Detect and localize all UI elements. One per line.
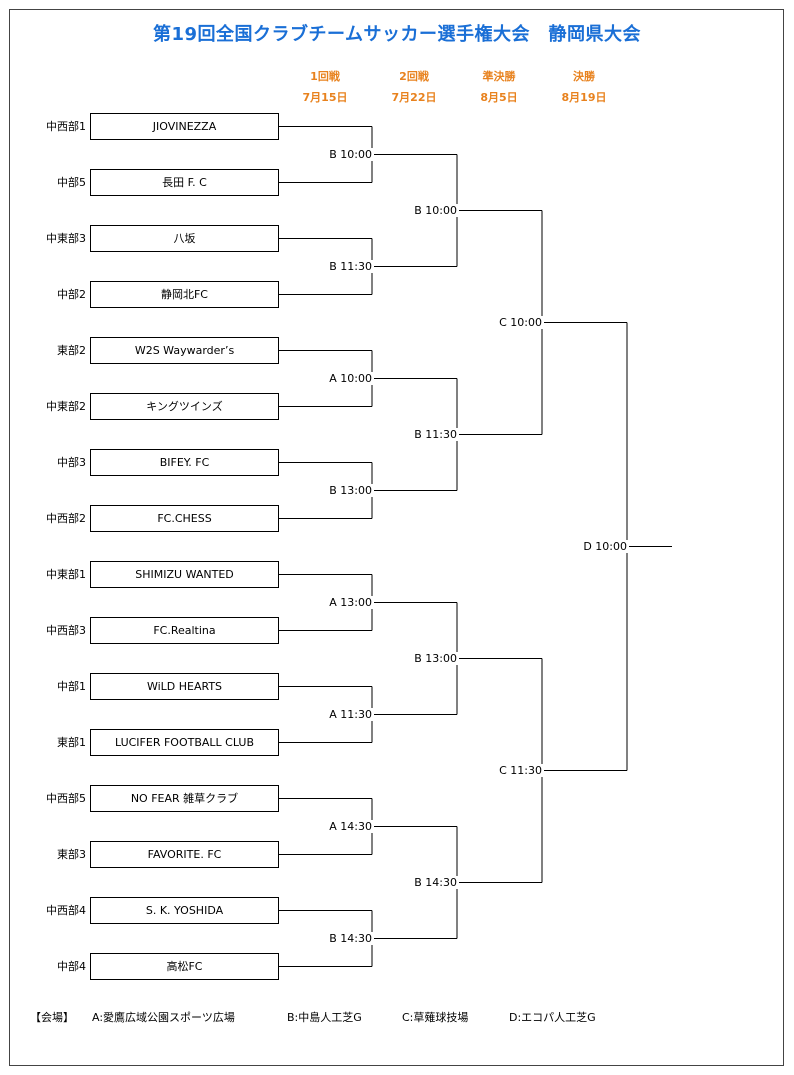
- legend-venue-a: A:愛鷹広域公園スポーツ広場: [92, 1011, 235, 1024]
- round-date: 7月15日: [302, 91, 348, 104]
- match-time-label: C 10:00: [497, 315, 544, 329]
- team-region: 中部4: [57, 959, 86, 973]
- round-name: 決勝: [573, 70, 595, 83]
- match-time-label: A 13:00: [327, 595, 374, 609]
- match-time-label: B 10:00: [327, 147, 374, 161]
- team-region: 東部2: [57, 343, 86, 357]
- team-region: 中西部1: [46, 119, 86, 133]
- round-date: 8月19日: [561, 91, 607, 104]
- team-region: 中西部3: [46, 623, 86, 637]
- team-region: 東部3: [57, 847, 86, 861]
- match-time-label: A 11:30: [327, 707, 374, 721]
- team-box: S. K. YOSHIDA: [90, 897, 279, 924]
- legend-label: 【会場】: [30, 1011, 74, 1024]
- page-frame: [9, 9, 784, 1066]
- match-time-label: B 13:00: [412, 651, 459, 665]
- round-name: 準決勝: [482, 70, 516, 83]
- team-region: 中東部1: [46, 567, 86, 581]
- round-header-2: 2回戦 7月22日: [369, 69, 459, 105]
- match-time-label: D 10:00: [581, 539, 629, 553]
- legend-venue-b: B:中島人工芝G: [287, 1011, 362, 1024]
- match-time-label: A 10:00: [327, 371, 374, 385]
- match-time-label: B 11:30: [412, 427, 459, 441]
- team-region: 中西部4: [46, 903, 86, 917]
- match-time-label: B 10:00: [412, 203, 459, 217]
- match-time-label: B 13:00: [327, 483, 374, 497]
- team-box: FC.CHESS: [90, 505, 279, 532]
- team-region: 中部2: [57, 287, 86, 301]
- match-time-label: B 14:30: [327, 931, 374, 945]
- team-region: 中部1: [57, 679, 86, 693]
- team-box: WiLD HEARTS: [90, 673, 279, 700]
- team-box: 高松FC: [90, 953, 279, 980]
- round-date: 8月5日: [480, 91, 518, 104]
- round-date: 7月22日: [391, 91, 437, 104]
- round-header-4: 決勝 8月19日: [539, 69, 629, 105]
- round-name: 2回戦: [399, 70, 429, 83]
- team-box: 静岡北FC: [90, 281, 279, 308]
- team-region: 中部5: [57, 175, 86, 189]
- round-header-1: 1回戦 7月15日: [280, 69, 370, 105]
- team-box: キングツインズ: [90, 393, 279, 420]
- team-box: 長田 F. C: [90, 169, 279, 196]
- team-box: SHIMIZU WANTED: [90, 561, 279, 588]
- team-region: 中西部5: [46, 791, 86, 805]
- team-box: 八坂: [90, 225, 279, 252]
- legend-venue-c: C:草薙球技場: [402, 1011, 469, 1024]
- team-region: 東部1: [57, 735, 86, 749]
- round-name: 1回戦: [310, 70, 340, 83]
- round-header-3: 準決勝 8月5日: [454, 69, 544, 105]
- team-region: 中西部2: [46, 511, 86, 525]
- team-box: LUCIFER FOOTBALL CLUB: [90, 729, 279, 756]
- team-region: 中東部3: [46, 231, 86, 245]
- match-time-label: C 11:30: [497, 763, 544, 777]
- match-time-label: B 11:30: [327, 259, 374, 273]
- match-time-label: B 14:30: [412, 875, 459, 889]
- team-box: FAVORITE. FC: [90, 841, 279, 868]
- team-box: BIFEY. FC: [90, 449, 279, 476]
- match-time-label: A 14:30: [327, 819, 374, 833]
- team-region: 中東部2: [46, 399, 86, 413]
- page-title: 第19回全国クラブチームサッカー選手権大会 静岡県大会: [152, 24, 641, 45]
- team-region: 中部3: [57, 455, 86, 469]
- legend-venue-d: D:エコパ人工芝G: [509, 1011, 596, 1024]
- team-box: NO FEAR 雑草クラブ: [90, 785, 279, 812]
- team-box: W2S Waywarder’s: [90, 337, 279, 364]
- team-box: FC.Realtina: [90, 617, 279, 644]
- team-box: JIOVINEZZA: [90, 113, 279, 140]
